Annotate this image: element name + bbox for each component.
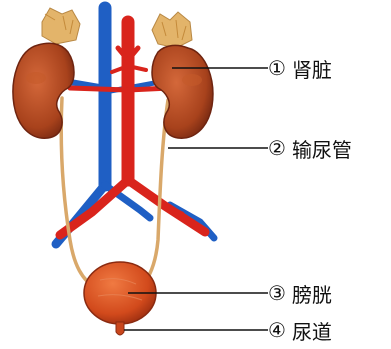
label-number: ④ — [268, 318, 286, 342]
label-text: 输尿管 — [292, 134, 352, 163]
label-text: 膀胱 — [292, 279, 332, 308]
label-number: ③ — [268, 281, 286, 305]
label-text: 尿道 — [292, 316, 332, 345]
label-number: ② — [268, 136, 286, 160]
label-bladder: ③ 膀胱 — [268, 278, 332, 308]
label-number: ① — [268, 56, 286, 80]
label-text: 肾脏 — [292, 54, 332, 83]
label-kidney: ① 肾脏 — [268, 53, 332, 83]
label-urethra: ④ 尿道 — [268, 315, 332, 345]
right-kidney — [152, 12, 213, 138]
urethra — [116, 322, 124, 335]
label-ureter: ② 输尿管 — [268, 133, 352, 163]
left-kidney — [13, 8, 80, 138]
